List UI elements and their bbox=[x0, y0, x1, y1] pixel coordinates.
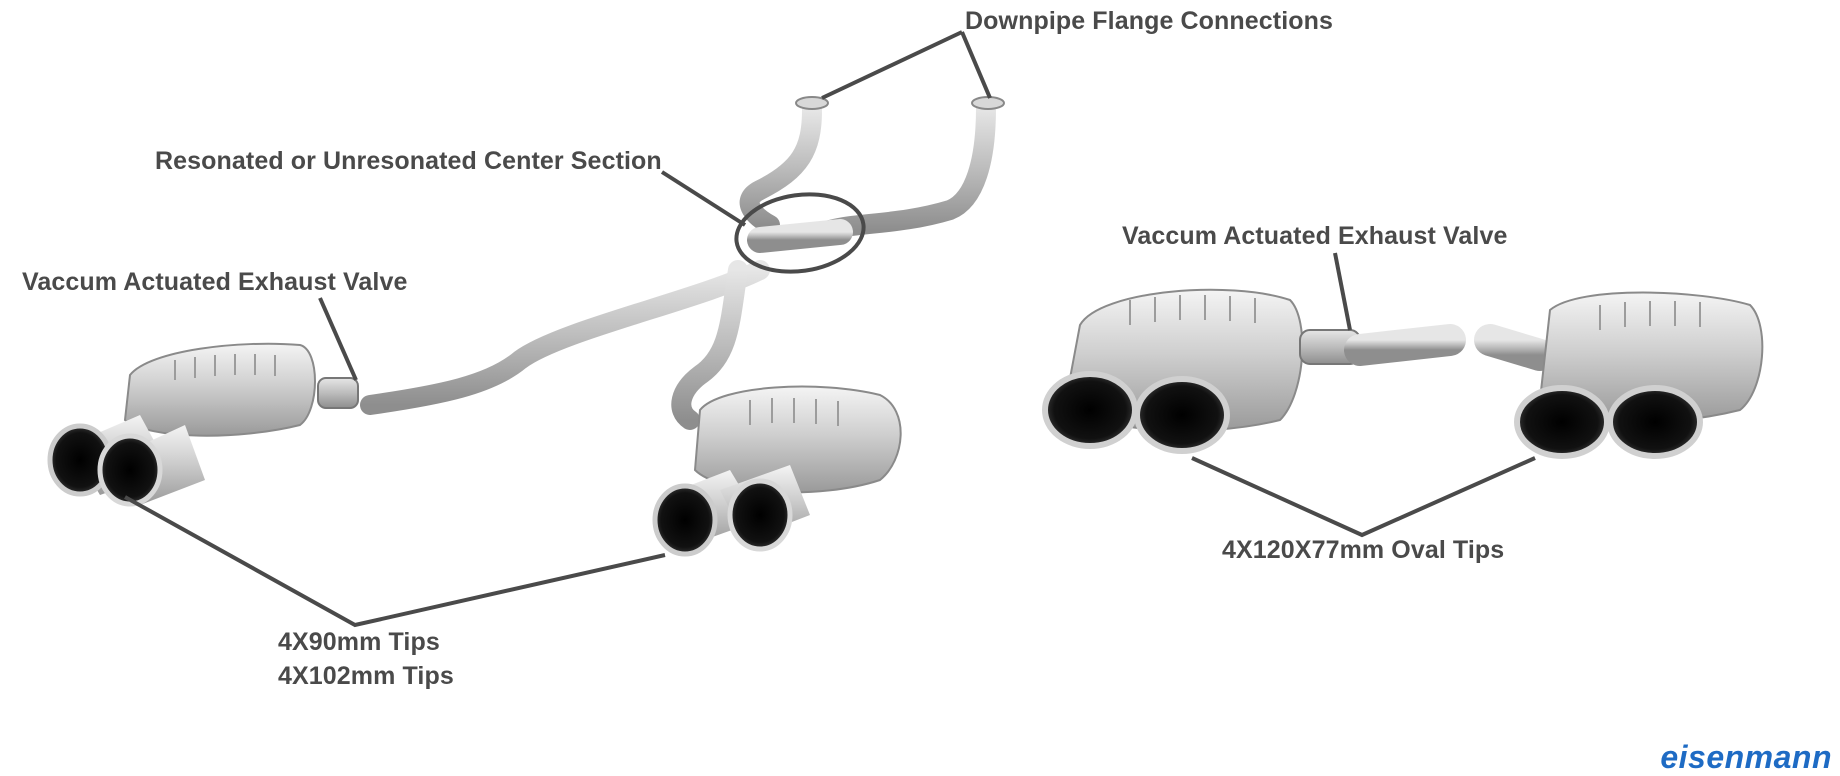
left-tips bbox=[47, 415, 205, 507]
full-exhaust-system bbox=[47, 96, 1005, 557]
leader-valve-left bbox=[318, 297, 358, 381]
leader-downpipe-left bbox=[821, 30, 963, 100]
flange-left bbox=[795, 96, 829, 110]
downpipe-right bbox=[820, 98, 996, 240]
left-valve bbox=[317, 377, 359, 409]
oval-muffler-right-ribs bbox=[1599, 301, 1701, 330]
right-muffler-ribs bbox=[749, 398, 839, 426]
leader-tips bbox=[124, 495, 666, 628]
right-mid-pipe bbox=[671, 260, 748, 430]
oval-muffler-left-ribs bbox=[1129, 295, 1256, 325]
leader-center-section bbox=[660, 170, 747, 227]
leader-valve-right bbox=[1333, 252, 1352, 331]
label-downpipe-flange: Downpipe Flange Connections bbox=[965, 7, 1333, 35]
leader-lines bbox=[124, 30, 1536, 628]
label-tips-90mm: 4X90mm Tips bbox=[278, 628, 440, 656]
right-tips bbox=[652, 465, 810, 557]
center-section-circle bbox=[734, 192, 866, 274]
label-valve-right: Vaccum Actuated Exhaust Valve bbox=[1122, 222, 1508, 250]
label-valve-left: Vaccum Actuated Exhaust Valve bbox=[22, 268, 408, 296]
flange-right bbox=[971, 96, 1005, 110]
oval-tips bbox=[1042, 371, 1703, 459]
label-center-section: Resonated or Unresonated Center Section bbox=[155, 147, 662, 175]
label-oval-tips: 4X120X77mm Oval Tips bbox=[1222, 536, 1505, 564]
leader-downpipe-right bbox=[960, 31, 992, 99]
left-mid-pipe bbox=[360, 260, 770, 415]
oval-pipe-right bbox=[1474, 324, 1556, 371]
label-tips-102mm: 4X102mm Tips bbox=[278, 662, 454, 690]
center-section-pipe bbox=[747, 219, 853, 253]
left-muffler-ribs bbox=[174, 354, 276, 380]
oval-pipe-left bbox=[1344, 324, 1466, 366]
eisenmann-logo: eisenmann bbox=[1660, 739, 1832, 775]
rear-section-oval-tips bbox=[1042, 288, 1764, 459]
leader-oval-tips bbox=[1191, 456, 1536, 538]
left-muffler bbox=[123, 342, 316, 437]
